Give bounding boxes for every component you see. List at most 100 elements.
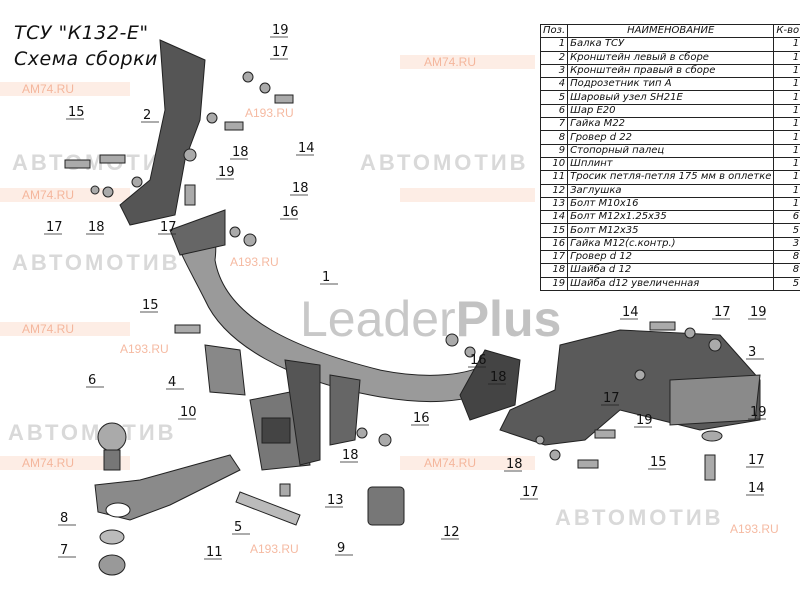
watermark-logo: АВТОМОТИВ (555, 505, 724, 530)
callout-number: 17 (522, 485, 539, 500)
callout-number: 16 (470, 353, 487, 368)
callout-number: 15 (650, 455, 667, 470)
header-qty: К-во (773, 23, 800, 39)
watermark-site: AM74.RU (22, 82, 75, 96)
cell-qty: 1 (773, 50, 800, 65)
cell-qty: 1 (773, 130, 800, 145)
socket-plate (204, 344, 246, 396)
cell-pos: 6 (539, 103, 569, 119)
cell-qty: 1 (773, 170, 800, 185)
cell-qty: 1 (773, 90, 800, 105)
watermark-site: AM74.RU (424, 456, 477, 470)
cell-pos: 8 (539, 130, 569, 145)
cell-name: Кронштейн правый в сборе (567, 63, 775, 79)
cell-name: Гайка М22 (567, 117, 775, 132)
callout-number: 19 (636, 413, 653, 428)
callout-number: 16 (282, 205, 299, 220)
cell-name: Шайба d12 увеличенная (567, 276, 775, 291)
watermark-site: AM74.RU (22, 188, 75, 202)
callout-number: 14 (622, 305, 639, 320)
drawing-subtitle: Схема сборки (14, 48, 158, 70)
cell-pos: 1 (539, 37, 569, 52)
callout-number: 17 (272, 45, 289, 60)
cell-pos: 19 (539, 276, 569, 291)
callout-number: 2 (143, 108, 151, 123)
cell-qty: 3 (773, 236, 800, 252)
cell-qty: 1 (773, 103, 800, 119)
cell-pos: 12 (539, 183, 569, 198)
header-pos: Поз. (539, 23, 569, 39)
callout-number: 18 (490, 370, 507, 385)
watermark-site: AM74.RU (22, 456, 75, 470)
callout-number: 19 (750, 305, 767, 320)
cell-pos: 4 (539, 77, 569, 92)
watermark-site: AM74.RU (22, 322, 75, 336)
cell-name: Балка ТСУ (567, 37, 775, 52)
watermark-logo: АВТОМОТИВ (12, 250, 181, 275)
table-header-row: Поз. НАИМЕНОВАНИЕ К-во (539, 23, 800, 39)
tow-ball (97, 422, 127, 452)
leaderplus-watermark: LeaderPlus (300, 292, 561, 346)
cell-pos: 11 (539, 170, 569, 185)
cell-pos: 10 (539, 156, 569, 172)
callout-number: 18 (292, 181, 309, 196)
watermark-site: A193.RU (250, 542, 299, 556)
cell-name: Болт М12х35 (567, 223, 775, 238)
header-name: НАИМЕНОВАНИЕ (567, 23, 775, 39)
cell-qty: 1 (773, 37, 800, 52)
callout-number: 17 (603, 391, 620, 406)
cell-qty: 5 (773, 276, 800, 291)
callout-number: 7 (60, 543, 68, 558)
callout-number: 17 (46, 220, 63, 235)
callout-number: 17 (714, 305, 731, 320)
cell-qty: 5 (773, 223, 800, 238)
callout-number: 6 (88, 373, 96, 388)
callout-number: 4 (168, 375, 176, 390)
callout-number: 18 (506, 457, 523, 472)
callout-number: 5 (234, 520, 242, 535)
cell-name: Заглушка (567, 183, 775, 198)
callout-number: 14 (298, 141, 315, 156)
cell-pos: 15 (539, 223, 569, 238)
leader-brand-bold: Plus (455, 291, 562, 347)
cell-qty: 1 (773, 77, 800, 92)
cell-pos: 9 (539, 143, 569, 158)
cell-name: Стопорный палец (567, 143, 775, 158)
watermark-site: A193.RU (730, 522, 779, 536)
callout-number: 1 (322, 270, 330, 285)
watermark-site: A193.RU (245, 106, 294, 120)
cell-qty: 8 (773, 250, 800, 265)
callout-number: 9 (337, 541, 345, 556)
callout-number: 11 (206, 545, 223, 560)
cell-name: Подрозетник тип А (567, 77, 775, 92)
cell-qty: 8 (773, 263, 800, 278)
cell-pos: 13 (539, 196, 569, 212)
callout-number: 18 (232, 145, 249, 160)
cell-name: Гайка М12(с.контр.) (567, 236, 775, 252)
cell-qty: 1 (773, 63, 800, 79)
cell-pos: 14 (539, 210, 569, 225)
callout-number: 10 (180, 405, 197, 420)
cell-pos: 5 (539, 90, 569, 105)
left-bracket (119, 39, 206, 226)
cell-pos: 17 (539, 250, 569, 265)
cell-qty: 1 (773, 117, 800, 132)
callout-number: 17 (748, 453, 765, 468)
cell-pos: 3 (539, 63, 569, 79)
callout-number: 8 (60, 511, 68, 526)
